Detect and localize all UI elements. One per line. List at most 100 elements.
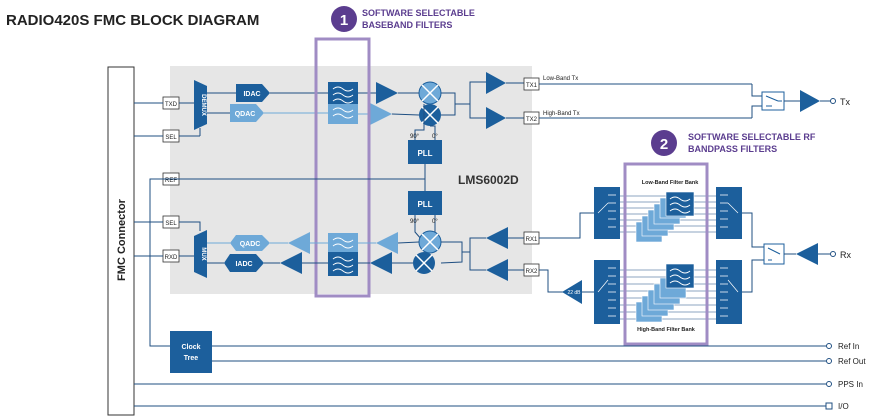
rx-switch-icon [763,243,785,265]
mixer-to-pa1-line [455,81,486,105]
callout-2-line1: SOFTWARE SELECTABLE RF [688,132,816,142]
low-band-tx-label: Low-Band Tx [543,76,578,82]
low-band-filter-bank-label: Low-Band Filter Bank [642,180,699,186]
tx-mixer-q-icon [419,104,441,126]
rx2-lna-icon [486,259,508,281]
high-band-switch-in [594,260,620,324]
pll-rx-block [408,191,442,215]
qadc-block [230,235,270,251]
ref-out-label: Ref Out [838,357,866,366]
port-rxd-label: RXD [165,255,178,261]
pll-tx-label: PLL [417,149,432,158]
callout-2-line2: BANDPASS FILTERS [688,144,777,154]
pps-in-label: PPS In [838,380,863,389]
rx-in-lna-icon [796,243,818,265]
callout-1-badge [331,6,357,32]
callout-2-badge [651,130,677,156]
port-sel-rx: SEL [162,215,180,229]
tx1-label: TX1 [526,83,538,89]
ref-in-label: Ref In [838,342,859,351]
low-band-switch-out [716,187,742,239]
tx-port-icon [830,98,836,104]
rx-i-amp-icon [370,252,392,274]
tx-i-baseband-filter [328,82,358,106]
tx-out-pa-icon [800,90,820,112]
rx1-label: RX1 [526,237,538,243]
demux-block [194,80,207,130]
port-rxd: RXD [162,249,180,263]
tx-q-baseband-filter [328,104,358,124]
clock-tree-block [170,331,212,373]
low-band-filter-stack [635,191,695,243]
io-label: I/O [838,402,849,411]
qdac-label: QDAC [235,111,256,118]
high-band-filter-bank-label: High-Band Filter Bank [637,327,696,333]
rx-i-baseband-filter [328,252,358,276]
lna-22db-label: 22 dB [567,290,581,296]
qdac-block [230,104,264,122]
pll-rx-label: PLL [417,200,432,209]
chip-name-label: LMS6002D [458,173,519,187]
port-sel-tx-label: SEL [165,135,177,141]
port-sel-tx: SEL [162,129,180,143]
diagram-title: RADIO420S FMC BLOCK DIAGRAM [6,12,259,29]
high-band-tx-label: High-Band Tx [543,111,580,117]
callout-1-line2: BASEBAND FILTERS [362,20,452,30]
tx2-label: TX2 [526,117,538,123]
mixer-to-pa2-line [469,104,486,119]
phase-tx-90: 90° [410,134,420,140]
ref-out-port-icon [826,358,832,364]
mux-label: MUX [200,247,206,260]
lna-22db-icon [562,280,582,304]
rx-q-bb-amp-icon [288,232,310,254]
rx1-lna-icon [486,227,508,249]
rx-port-icon [830,251,836,257]
phase-rx-90: 90° [410,219,420,225]
fmc-port-lines [134,102,179,347]
mux-block [194,230,207,278]
phase-rx-0: 0° [432,219,438,225]
tx-i-amp-icon [376,82,398,104]
callout-1-line1: SOFTWARE SELECTABLE [362,8,475,18]
qadc-label: QADC [240,241,261,248]
high-band-switch-out [716,260,742,324]
pll-tx-block [408,140,442,164]
rx-i-bb-amp-icon [280,252,302,274]
rx-mixer-i-icon [413,252,435,274]
amp-mixer-q-line [391,113,420,116]
idac-block [236,84,270,102]
io-port-icon [825,402,833,410]
demux-label: DEMUX [200,94,206,116]
callout-1-number: 1 [340,12,348,29]
callout-2-number: 2 [660,136,668,153]
callout-2-highlight-box [623,162,709,346]
fmc-connector [107,66,135,416]
rx-q-baseband-filter [328,233,358,253]
rx-q-amp-icon [376,232,398,254]
rx-mixer-q-icon [418,230,442,254]
port-sel-rx-label: SEL [165,221,177,227]
tx-mixer-i-icon [418,81,442,105]
tx1-pa-icon [486,72,506,94]
high-band-filter-stack [635,263,695,323]
fmc-connector-label: FMC Connector [116,198,128,281]
idac-label: IDAC [243,91,260,98]
port-txd: TXD [162,96,180,110]
iadc-label: IADC [235,261,252,268]
pps-in-port-icon [826,381,832,387]
port-ref-label: REF [165,178,177,184]
rx-label: Rx [840,250,851,260]
clock-tree-line1: Clock [181,344,200,351]
tx-q-amp-icon [370,103,392,125]
tx-i-filter-icon [332,86,354,104]
phase-tx-0: 0° [432,134,438,140]
tx-label: Tx [840,97,850,107]
port-txd-label: TXD [165,102,178,108]
low-band-switch-in [594,187,620,239]
tx2-pa-icon [486,107,506,129]
callout-1-highlight-box [314,37,371,298]
tx-q-filter-icon [332,107,354,119]
rx2-label: RX2 [526,269,538,275]
clock-tree-line2: Tree [184,355,199,362]
